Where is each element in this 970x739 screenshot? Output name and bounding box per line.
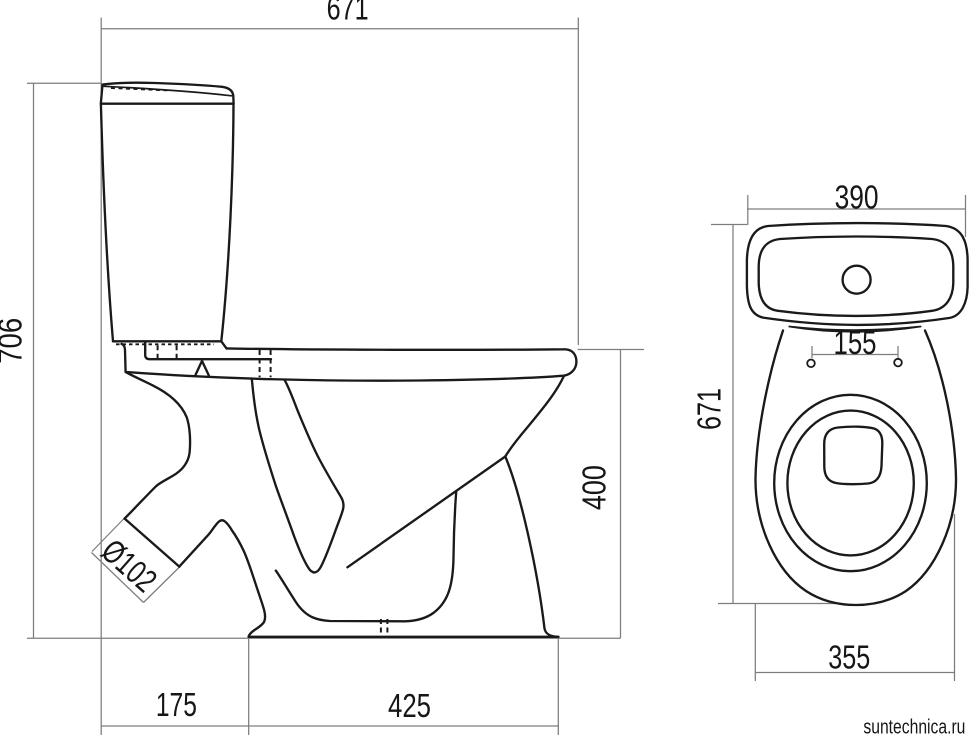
svg-text:suntechnica.ru: suntechnica.ru <box>863 717 965 739</box>
svg-text:425: 425 <box>388 687 431 724</box>
svg-text:671: 671 <box>327 0 369 26</box>
svg-text:355: 355 <box>828 639 870 676</box>
svg-text:175: 175 <box>156 686 197 723</box>
svg-text:706: 706 <box>0 318 29 364</box>
svg-text:155: 155 <box>834 324 877 361</box>
svg-text:390: 390 <box>835 179 879 216</box>
svg-text:671: 671 <box>691 388 728 430</box>
svg-text:400: 400 <box>576 465 613 510</box>
